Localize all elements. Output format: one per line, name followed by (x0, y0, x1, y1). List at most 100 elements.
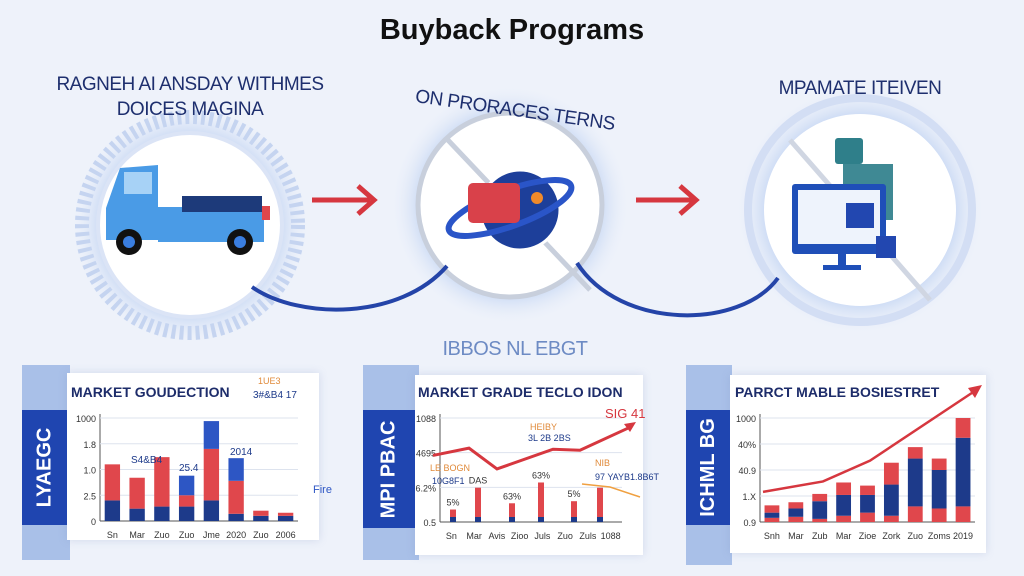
middle-caption: IBBOS NL EBGT (442, 338, 588, 360)
y-tick-label: 40.9 (738, 466, 756, 476)
bar-segment-top (836, 482, 852, 495)
y-tick-label: 1000 (736, 414, 756, 424)
x-tick-label: Sn (446, 531, 457, 541)
x-tick-label: Zioo (511, 531, 529, 541)
x-tick-label: Zoms (928, 531, 951, 541)
annotation: 2014 (230, 447, 253, 458)
bar-segment-middle (104, 464, 121, 501)
truck-icon (106, 165, 270, 255)
x-tick-label: 2019 (953, 531, 973, 541)
process-diagram (70, 85, 985, 345)
step-1-caption-line2: DOICES MAGINA (116, 99, 264, 120)
x-tick-label: 1088 (601, 531, 621, 541)
arrow-1-icon (312, 184, 378, 216)
bar-segment-middle (129, 477, 145, 509)
bar-segment-middle (931, 470, 947, 509)
bar-segment-top (203, 421, 220, 449)
x-tick-label: Zork (882, 531, 901, 541)
panel-2-card (415, 375, 643, 555)
y-tick-label: 6.2% (415, 483, 436, 493)
x-tick-label: Avis (488, 531, 505, 541)
bar-segment-top (883, 462, 899, 485)
annotation: S4&B4 (131, 455, 163, 466)
y-tick-label: 1.8 (83, 440, 96, 450)
bar-segment-middle (836, 494, 852, 516)
bar-label: 63% (503, 491, 521, 501)
bar-segment-base (104, 500, 121, 521)
bar-segment-top (764, 505, 780, 513)
bar-label: DAS (469, 476, 488, 486)
annotation: 1UE3 (258, 376, 281, 386)
bar-segment-base (883, 515, 899, 522)
bar-segment-base (203, 500, 220, 521)
x-tick-label: Snh (764, 531, 780, 541)
y-tick-label: 1088 (416, 414, 436, 424)
wallet-orbit-icon (445, 168, 575, 252)
bar-label: 63% (532, 470, 550, 480)
bar-segment-base (955, 506, 971, 522)
bar-base (538, 517, 544, 522)
panel-3-side-label: ICHML BG (686, 410, 730, 525)
annotation: HEIBY (530, 422, 557, 432)
chart-1-title: MARKET GOUDECTION (71, 384, 230, 400)
bar (538, 482, 544, 522)
chart-2-title: MARKET GRADE TECLO IDON (418, 384, 623, 400)
bar-segment-top (931, 458, 947, 470)
x-tick-label: Zuo (253, 530, 269, 540)
bar-segment-top (788, 502, 804, 509)
bar-segment-middle (907, 458, 923, 507)
panel-2-side-label: MPI PBAC (363, 410, 415, 528)
x-tick-label: Zuo (179, 530, 195, 540)
y-tick-label: 4695 (416, 449, 436, 459)
line-series (432, 424, 633, 471)
x-tick-label: Zioe (859, 531, 877, 541)
bar-segment-base (228, 513, 244, 521)
y-tick-label: 2.5 (83, 491, 96, 501)
bar-segment-top (178, 475, 195, 496)
x-tick-label: 2020 (226, 530, 246, 540)
x-tick-label: 2006 (276, 530, 296, 540)
step-1-caption: RAGNEH AI ANSDAY WITHMES DOICES MAGINA (40, 72, 340, 122)
bar-base (450, 517, 456, 522)
bar-segment-top (812, 493, 828, 502)
bar-segment-base (277, 515, 294, 521)
bar-segment-top (907, 447, 923, 459)
bar-segment-middle (955, 437, 971, 507)
x-tick-label: Mar (788, 531, 804, 541)
x-tick-label: Sn (107, 530, 118, 540)
bar-base (571, 517, 577, 522)
arrow-2-icon (636, 184, 700, 216)
bar-segment-base (764, 517, 780, 522)
x-tick-label: Jme (203, 530, 220, 540)
page-title: Buyback Programs (379, 14, 645, 46)
y-tick-label: 0.5 (423, 518, 436, 528)
x-tick-label: Zub (812, 531, 828, 541)
bar-segment-middle (788, 508, 804, 517)
annotation: LE BOGN (430, 463, 470, 473)
annotation: Fire (313, 484, 332, 496)
bar-base (597, 517, 603, 522)
x-tick-label: Zuo (154, 530, 170, 540)
bar (571, 501, 577, 522)
step-1-caption-line1: RAGNEH AI ANSDAY WITHMES (56, 74, 324, 95)
x-tick-label: Juls (534, 531, 551, 541)
x-tick-label: Zuls (579, 531, 597, 541)
panel-1-side-label: LYAEGC (22, 410, 67, 525)
bar-segment-top (860, 485, 875, 495)
bar-segment-base (931, 508, 947, 522)
trend-line (762, 387, 979, 494)
x-tick-label: Mar (466, 531, 482, 541)
bar-segment-middle (764, 512, 780, 518)
bar-segment-middle (277, 512, 294, 516)
bar-segment-middle (228, 480, 244, 514)
bar-segment-base (253, 515, 269, 521)
bar (597, 487, 603, 522)
chart-3-title: PARRCT MABLE BOSIESTRET (735, 384, 940, 400)
x-tick-label: Zuo (557, 531, 573, 541)
x-tick-label: Mar (129, 530, 145, 540)
bar-segment-base (178, 506, 195, 521)
annotation: 3L 2B 2BS (528, 433, 571, 443)
computer-monitor-icon (792, 138, 896, 270)
bar-base (509, 517, 515, 522)
